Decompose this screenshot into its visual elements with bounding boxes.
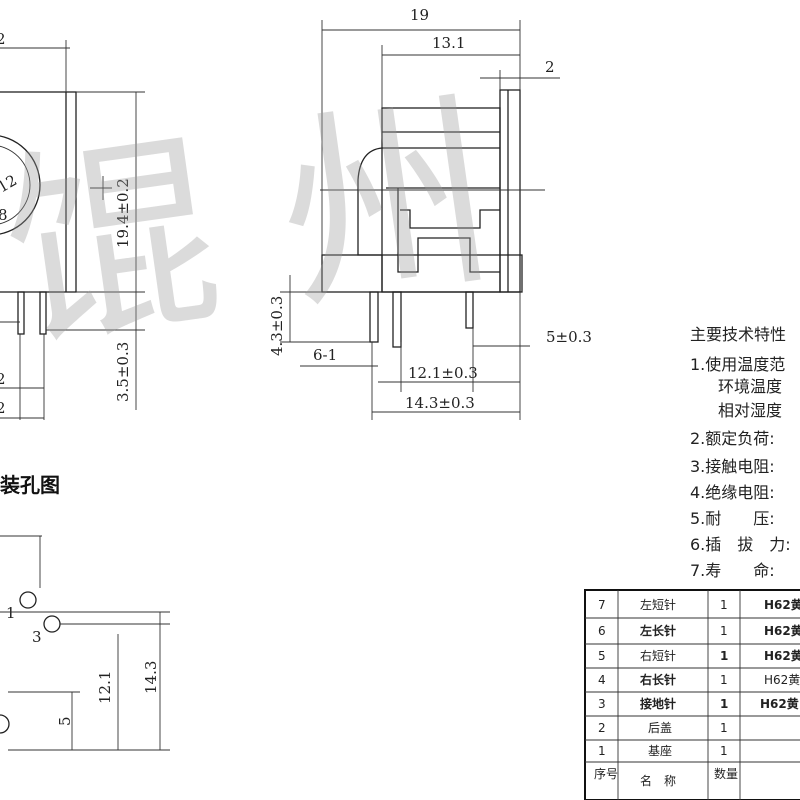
row7-name: 左短针 (640, 597, 676, 612)
row6-qty: 1 (720, 624, 728, 638)
row3-name: 接地针 (640, 696, 676, 711)
row1-name: 基座 (648, 743, 672, 758)
row2-no: 2 (598, 721, 606, 735)
hole-label-1: 1 (6, 604, 16, 622)
spec-item-1a: 环境温度 (718, 377, 782, 396)
row7-no: 7 (598, 598, 606, 612)
dim-base-depth: 14.3±0.3 (405, 394, 475, 412)
dim-side-height: 4.3±0.3 (268, 296, 286, 356)
header-no: 序号 (594, 766, 618, 781)
row4-name: 右长针 (639, 672, 676, 687)
svg-text:8: 8 (0, 206, 8, 224)
dim-pin-length: 3.5±0.3 (114, 342, 132, 402)
row6-name: 左长针 (639, 623, 676, 638)
spec-title: 主要技术特性 (690, 325, 786, 344)
side-view: 19 13.1 2 4.3±0.3 6-1 5±0.3 12.1±0.3 14.… (268, 6, 592, 420)
dim-overall-width: 19 (410, 6, 429, 24)
row1-qty: 1 (720, 744, 728, 758)
row5-name: 右短针 (640, 648, 676, 663)
row4-no: 4 (598, 673, 606, 687)
hole-diagram: 装孔图 1 3 5 12.1 14.3 (0, 473, 170, 751)
hole-dim-5: 5 (56, 716, 74, 726)
row2-qty: 1 (720, 721, 728, 735)
spec-item-4: 4.绝缘电阻: (690, 483, 775, 502)
hole-label-3: 3 (32, 628, 42, 646)
row3-qty: 1 (720, 697, 728, 711)
row7-material: H62黄 (764, 597, 800, 612)
dim-body-width: 13.1 (432, 34, 465, 52)
spec-item-1b: 相对湿度 (718, 401, 782, 420)
spec-item-2: 2.额定负荷: (690, 429, 775, 448)
row3-no: 3 (598, 697, 606, 711)
dim-flange: 2 (545, 58, 555, 76)
dim-left-bottom-a: 2 (0, 370, 6, 388)
row6-material: H62黄 (764, 623, 800, 638)
header-qty: 数量 (714, 766, 738, 781)
dim-left-bottom-b: 2 (0, 399, 6, 417)
row3-material: H62黄 (760, 696, 799, 711)
hole-diagram-title: 装孔图 (0, 473, 60, 497)
spec-item-6: 6.插 拔 力: (690, 535, 791, 554)
hole-dim-14-3: 14.3 (142, 661, 160, 694)
header-name: 名 称 (640, 773, 676, 788)
dim-height: 19.4±0.2 (114, 178, 132, 248)
dim-pin-span: 12.1±0.3 (408, 364, 478, 382)
spec-item-7: 7.寿 命: (690, 561, 775, 580)
dim-pin-pitch: 6-1 (313, 346, 337, 364)
spec-list: 主要技术特性 1.使用温度范 环境温度 相对湿度 2.额定负荷: 3.接触电阻:… (690, 325, 791, 580)
front-view: 12 8 19.4±0.2 3.5±0.3 2 2 2 (0, 30, 145, 420)
row2-name: 后盖 (648, 721, 672, 735)
row5-no: 5 (598, 649, 606, 663)
dim-pin-offset: 5±0.3 (546, 328, 592, 346)
row5-qty: 1 (720, 649, 728, 663)
dim-top-left: 2 (0, 30, 6, 48)
spec-item-3: 3.接触电阻: (690, 457, 775, 476)
row4-material: H62黄 (764, 673, 800, 687)
hole-dim-12-1: 12.1 (96, 671, 114, 704)
row5-material: H62黄 (764, 648, 800, 663)
row4-qty: 1 (720, 673, 728, 687)
row1-no: 1 (598, 744, 606, 758)
spec-item-1: 1.使用温度范 (690, 355, 785, 374)
spec-item-5: 5.耐 压: (690, 509, 775, 528)
parts-table: 7 左短针 1 H62黄 6 左长针 1 H62黄 5 右短针 1 H62黄 4… (584, 589, 800, 800)
row7-qty: 1 (720, 598, 728, 612)
row6-no: 6 (598, 624, 606, 638)
